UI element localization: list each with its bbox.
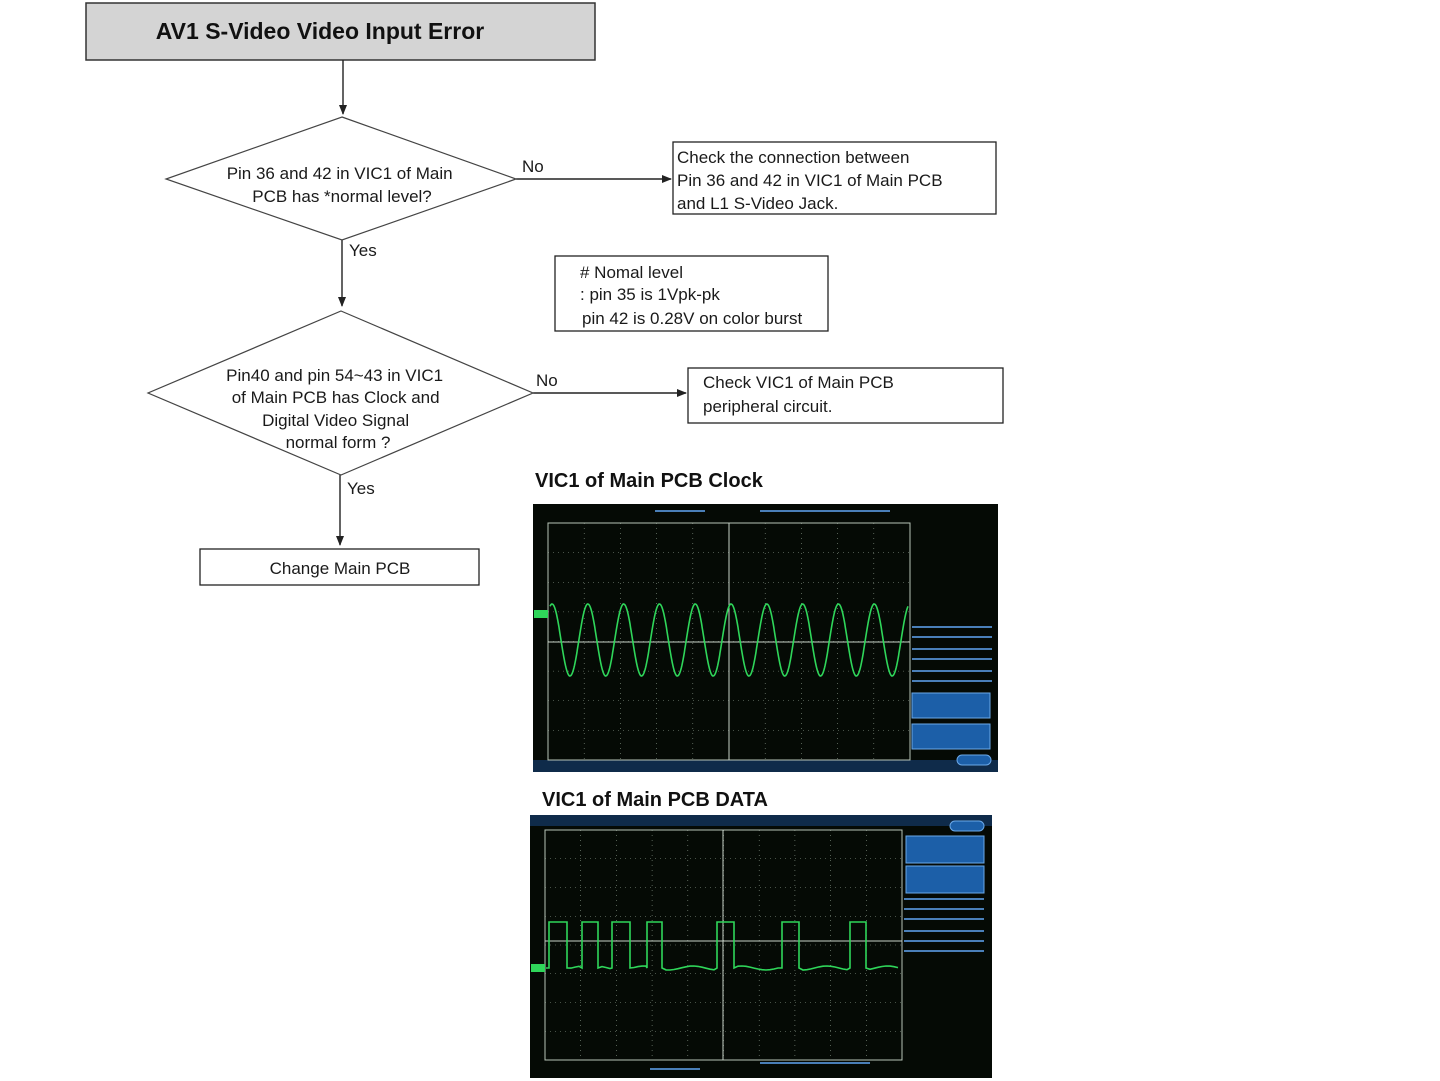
data-scope-menu-button [905, 835, 985, 864]
action2-node: Check VIC1 of Main PCB peripheral circui… [687, 367, 1004, 424]
clock-scope-menu-button [911, 692, 991, 719]
action1-text: Check the connection between Pin 36 and … [677, 148, 947, 213]
data-channel-marker [531, 964, 545, 972]
note-node: # Nomal level : pin 35 is 1Vpk-pk pin 42… [554, 255, 829, 332]
clock-oscilloscope-screenshot [533, 504, 998, 772]
final-text: Change Main PCB [270, 559, 411, 578]
action1-node: Check the connection between Pin 36 and … [672, 141, 997, 215]
decision1-text: Pin 36 and 42 in VIC1 of Main PCB has *n… [227, 164, 458, 206]
decision2-node: Pin40 and pin 54~43 in VIC1 of Main PCB … [146, 310, 535, 476]
data-scope-caption: VIC1 of Main PCB DATA [542, 789, 768, 811]
action2-text: Check VIC1 of Main PCB peripheral circui… [703, 373, 899, 416]
note-text: # Nomal level : pin 35 is 1Vpk-pk pin 42… [580, 263, 802, 328]
clock-scope-readouts [655, 510, 992, 682]
decision1-line: Pin 36 and 42 in VIC1 of Main [227, 164, 453, 183]
note-line: # Nomal level [580, 263, 683, 282]
decision1-line: PCB has *normal level? [252, 187, 432, 206]
decision2-line: of Main PCB has Clock and [232, 388, 440, 407]
data-scope-menu-button [949, 820, 985, 832]
data-waveform-trace [546, 921, 899, 971]
decision2-line: normal form ? [286, 433, 391, 452]
action1-line: and L1 S-Video Jack. [677, 194, 838, 213]
decision2-text: Pin40 and pin 54~43 in VIC1 of Main PCB … [226, 366, 448, 452]
decision2-no-label: No [536, 371, 558, 390]
clock-channel-marker [534, 610, 548, 618]
clock-scope-menu-button [956, 754, 992, 766]
decision1-no-label: No [522, 157, 544, 176]
action2-line: Check VIC1 of Main PCB [703, 373, 894, 392]
title-text: AV1 S-Video Video Input Error [156, 18, 484, 44]
decision2-yes-label: Yes [347, 479, 375, 498]
data-oscilloscope-screenshot [530, 815, 992, 1078]
decision1-yes-label: Yes [349, 241, 377, 260]
note-line: : pin 35 is 1Vpk-pk [580, 285, 720, 304]
action1-line: Check the connection between [677, 148, 910, 167]
action1-line: Pin 36 and 42 in VIC1 of Main PCB [677, 171, 943, 190]
final-node: Change Main PCB [199, 548, 480, 586]
note-line: pin 42 is 0.28V on color burst [582, 309, 802, 328]
clock-scope-menu-button [911, 723, 991, 750]
data-scope-readouts [650, 898, 984, 1070]
decision2-line: Pin40 and pin 54~43 in VIC1 [226, 366, 443, 385]
data-scope-menu-button [905, 865, 985, 894]
decision1-node: Pin 36 and 42 in VIC1 of Main PCB has *n… [164, 116, 518, 241]
title-node: AV1 S-Video Video Input Error [85, 2, 596, 61]
decision2-line: Digital Video Signal [262, 411, 409, 430]
clock-scope-caption: VIC1 of Main PCB Clock [535, 470, 764, 492]
action2-line: peripheral circuit. [703, 397, 832, 416]
clock-waveform-trace [549, 603, 909, 677]
